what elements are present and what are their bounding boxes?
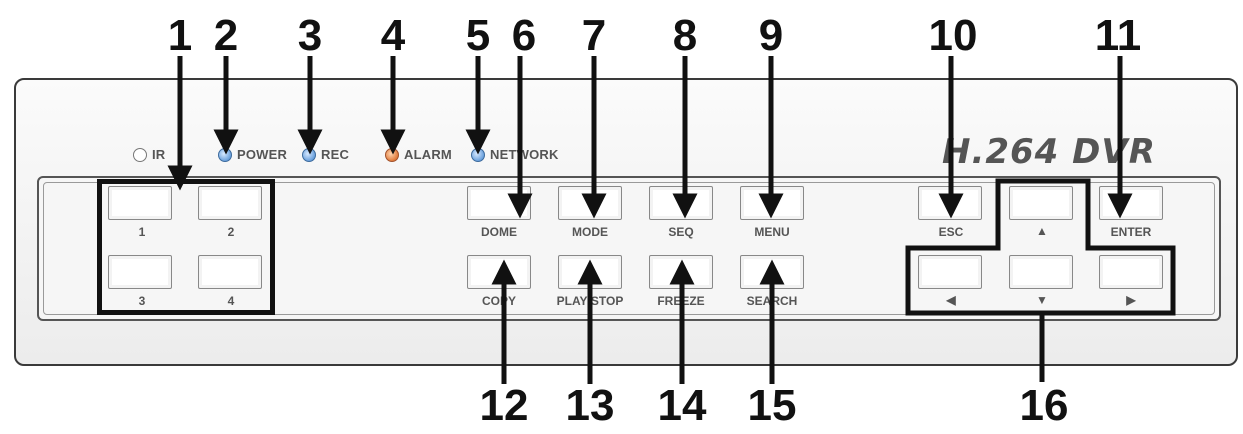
- ir-sensor-icon: [133, 148, 147, 162]
- down-arrow-icon: ▼: [1036, 293, 1048, 307]
- callout-12: 12: [479, 381, 529, 430]
- right-arrow-icon: ▶: [1126, 293, 1136, 307]
- right-arrow-button[interactable]: [1099, 255, 1163, 289]
- callout-4: 4: [380, 11, 406, 60]
- channel-1-button[interactable]: [108, 186, 172, 220]
- down-arrow-button[interactable]: [1009, 255, 1073, 289]
- channel-1-label: 1: [138, 225, 146, 239]
- channel-3-button[interactable]: [108, 255, 172, 289]
- up-arrow-button[interactable]: [1009, 186, 1073, 220]
- left-arrow-icon: ◀: [946, 293, 956, 307]
- alarm-label: ALARM: [404, 147, 452, 162]
- channel-2-label: 2: [227, 225, 235, 239]
- seq-label: SEQ: [668, 225, 694, 239]
- channel-4-label: 4: [227, 294, 235, 308]
- channel-3-label: 3: [138, 294, 146, 308]
- callout-3: 3: [297, 11, 323, 60]
- callout-15: 15: [747, 381, 797, 430]
- up-arrow-icon: ▲: [1036, 224, 1048, 238]
- left-arrow-button[interactable]: [918, 255, 982, 289]
- callout-6: 6: [511, 11, 537, 60]
- menu-label: MENU: [754, 225, 790, 239]
- rec-label: REC: [321, 147, 350, 162]
- arrow-keys-group-outline: [905, 178, 1176, 316]
- enter-label: ENTER: [1110, 225, 1152, 239]
- power-label: POWER: [237, 147, 288, 162]
- callout-8: 8: [672, 11, 698, 60]
- callout-14: 14: [657, 381, 707, 430]
- callout-1: 1: [167, 11, 193, 60]
- copy-label: COPY: [481, 294, 516, 308]
- channel-4-button[interactable]: [198, 255, 262, 289]
- callout-13: 13: [565, 381, 615, 430]
- dome-label: DOME: [481, 225, 517, 239]
- mode-label: MODE: [572, 225, 608, 239]
- callout-11: 11: [1094, 11, 1142, 60]
- callout-9: 9: [758, 11, 784, 60]
- callout-16: 16: [1019, 381, 1069, 430]
- network-label: NETWORK: [490, 147, 559, 162]
- esc-label: ESC: [938, 225, 964, 239]
- ir-label: IR: [152, 147, 166, 162]
- button-recess-inner: [43, 182, 1215, 315]
- callout-2: 2: [213, 11, 239, 60]
- callout-7: 7: [581, 11, 607, 60]
- callout-10: 10: [928, 11, 978, 60]
- channel-2-button[interactable]: [198, 186, 262, 220]
- callout-5: 5: [465, 11, 491, 60]
